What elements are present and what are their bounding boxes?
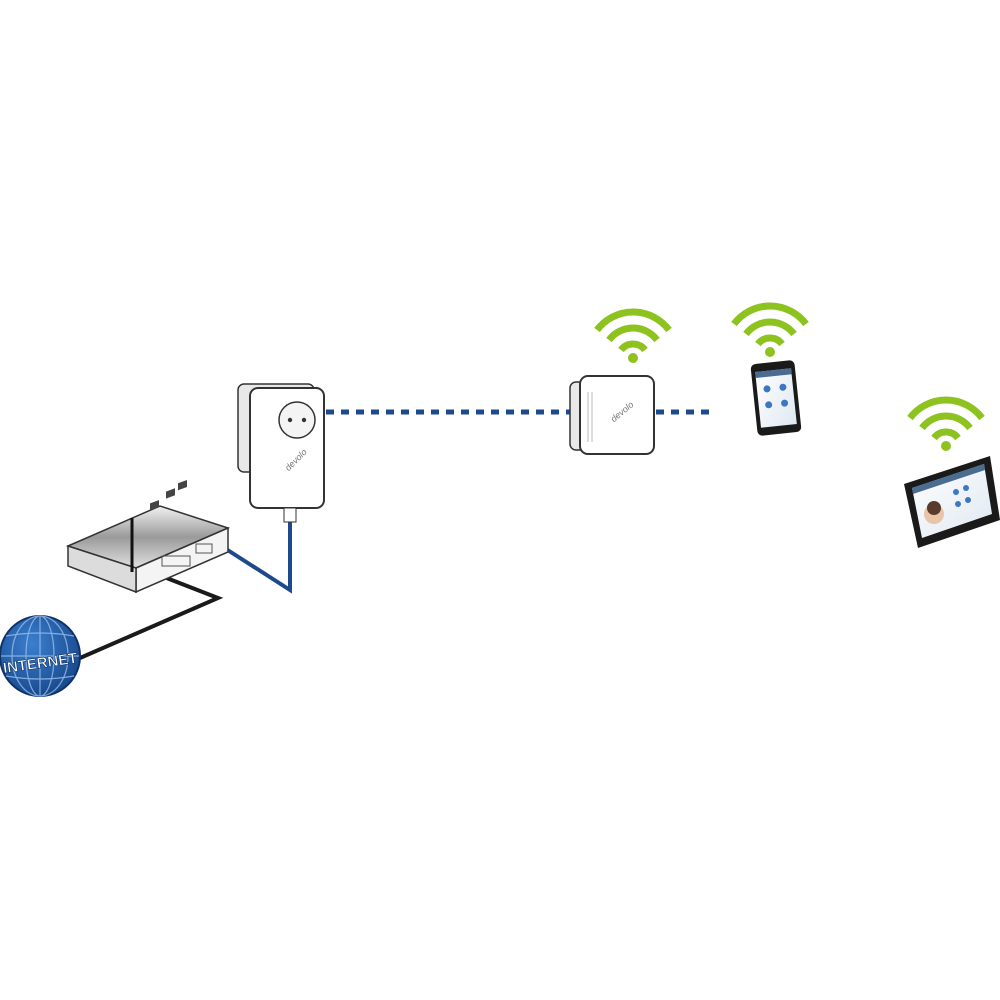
powerline-adapter: devolo [237,383,325,523]
ethernet-cable [210,520,292,594]
tablet [904,456,1000,548]
dsl-cable [79,568,224,660]
powerline-adapter-icon: devolo [237,383,325,523]
wifi-adapter: devolo [569,375,655,455]
internet-globe: INTERNET [0,615,81,697]
smartphone-icon [750,360,802,436]
router [65,479,231,594]
wifi-icon-phone [731,302,809,357]
wifi-icon [594,308,672,363]
wifi-icon-tablet [907,396,985,451]
wifi-adapter-icon: devolo [569,375,655,455]
router-icon [65,479,231,594]
smartphone [750,360,802,436]
tablet-icon [904,456,1000,548]
